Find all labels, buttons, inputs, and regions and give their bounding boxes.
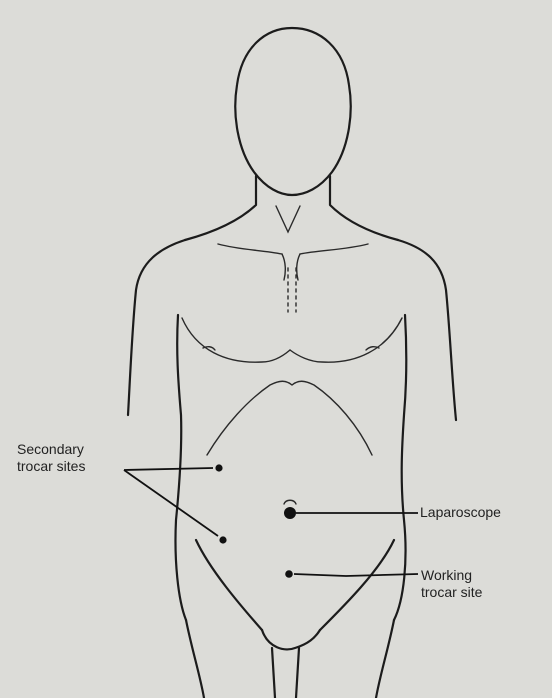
laparoscope-site (284, 507, 296, 519)
left-clavicle (218, 244, 282, 254)
right-leg-line (296, 648, 299, 698)
working-label-line1: Working (421, 567, 482, 584)
secondary-leader-upper (124, 468, 213, 470)
secondary-label-line2: trocar sites (17, 458, 85, 475)
rib-cage-outline (207, 381, 372, 455)
secondary-label-line1: Secondary (17, 441, 85, 458)
throat-notch (276, 206, 300, 232)
left-pectoral (182, 318, 290, 362)
laparoscope-label: Laparoscope (420, 504, 501, 521)
left-leg-line (272, 648, 275, 698)
pubic-outline (262, 630, 320, 649)
neck-left (185, 176, 256, 240)
right-clavicle (300, 244, 368, 254)
left-torso-side (175, 315, 186, 620)
secondary-trocar-site-lower (219, 536, 226, 543)
secondary-leader-lower (124, 470, 218, 536)
secondary-trocar-sites-label: Secondary trocar sites (17, 441, 85, 475)
right-groin (320, 540, 394, 630)
navel (284, 500, 296, 504)
sternum-left (282, 254, 285, 280)
neck-right (330, 176, 398, 240)
head-outline (235, 28, 350, 195)
left-groin (196, 540, 262, 630)
working-leader (294, 574, 418, 576)
sternum-right (297, 254, 300, 280)
secondary-trocar-site-upper (215, 464, 222, 471)
working-trocar-site-label: Working trocar site (421, 567, 482, 601)
working-label-line2: trocar site (421, 584, 482, 601)
working-trocar-site (285, 570, 293, 578)
leg-right-outer (376, 620, 394, 698)
right-pectoral (290, 318, 402, 362)
leg-left-outer (186, 620, 204, 698)
